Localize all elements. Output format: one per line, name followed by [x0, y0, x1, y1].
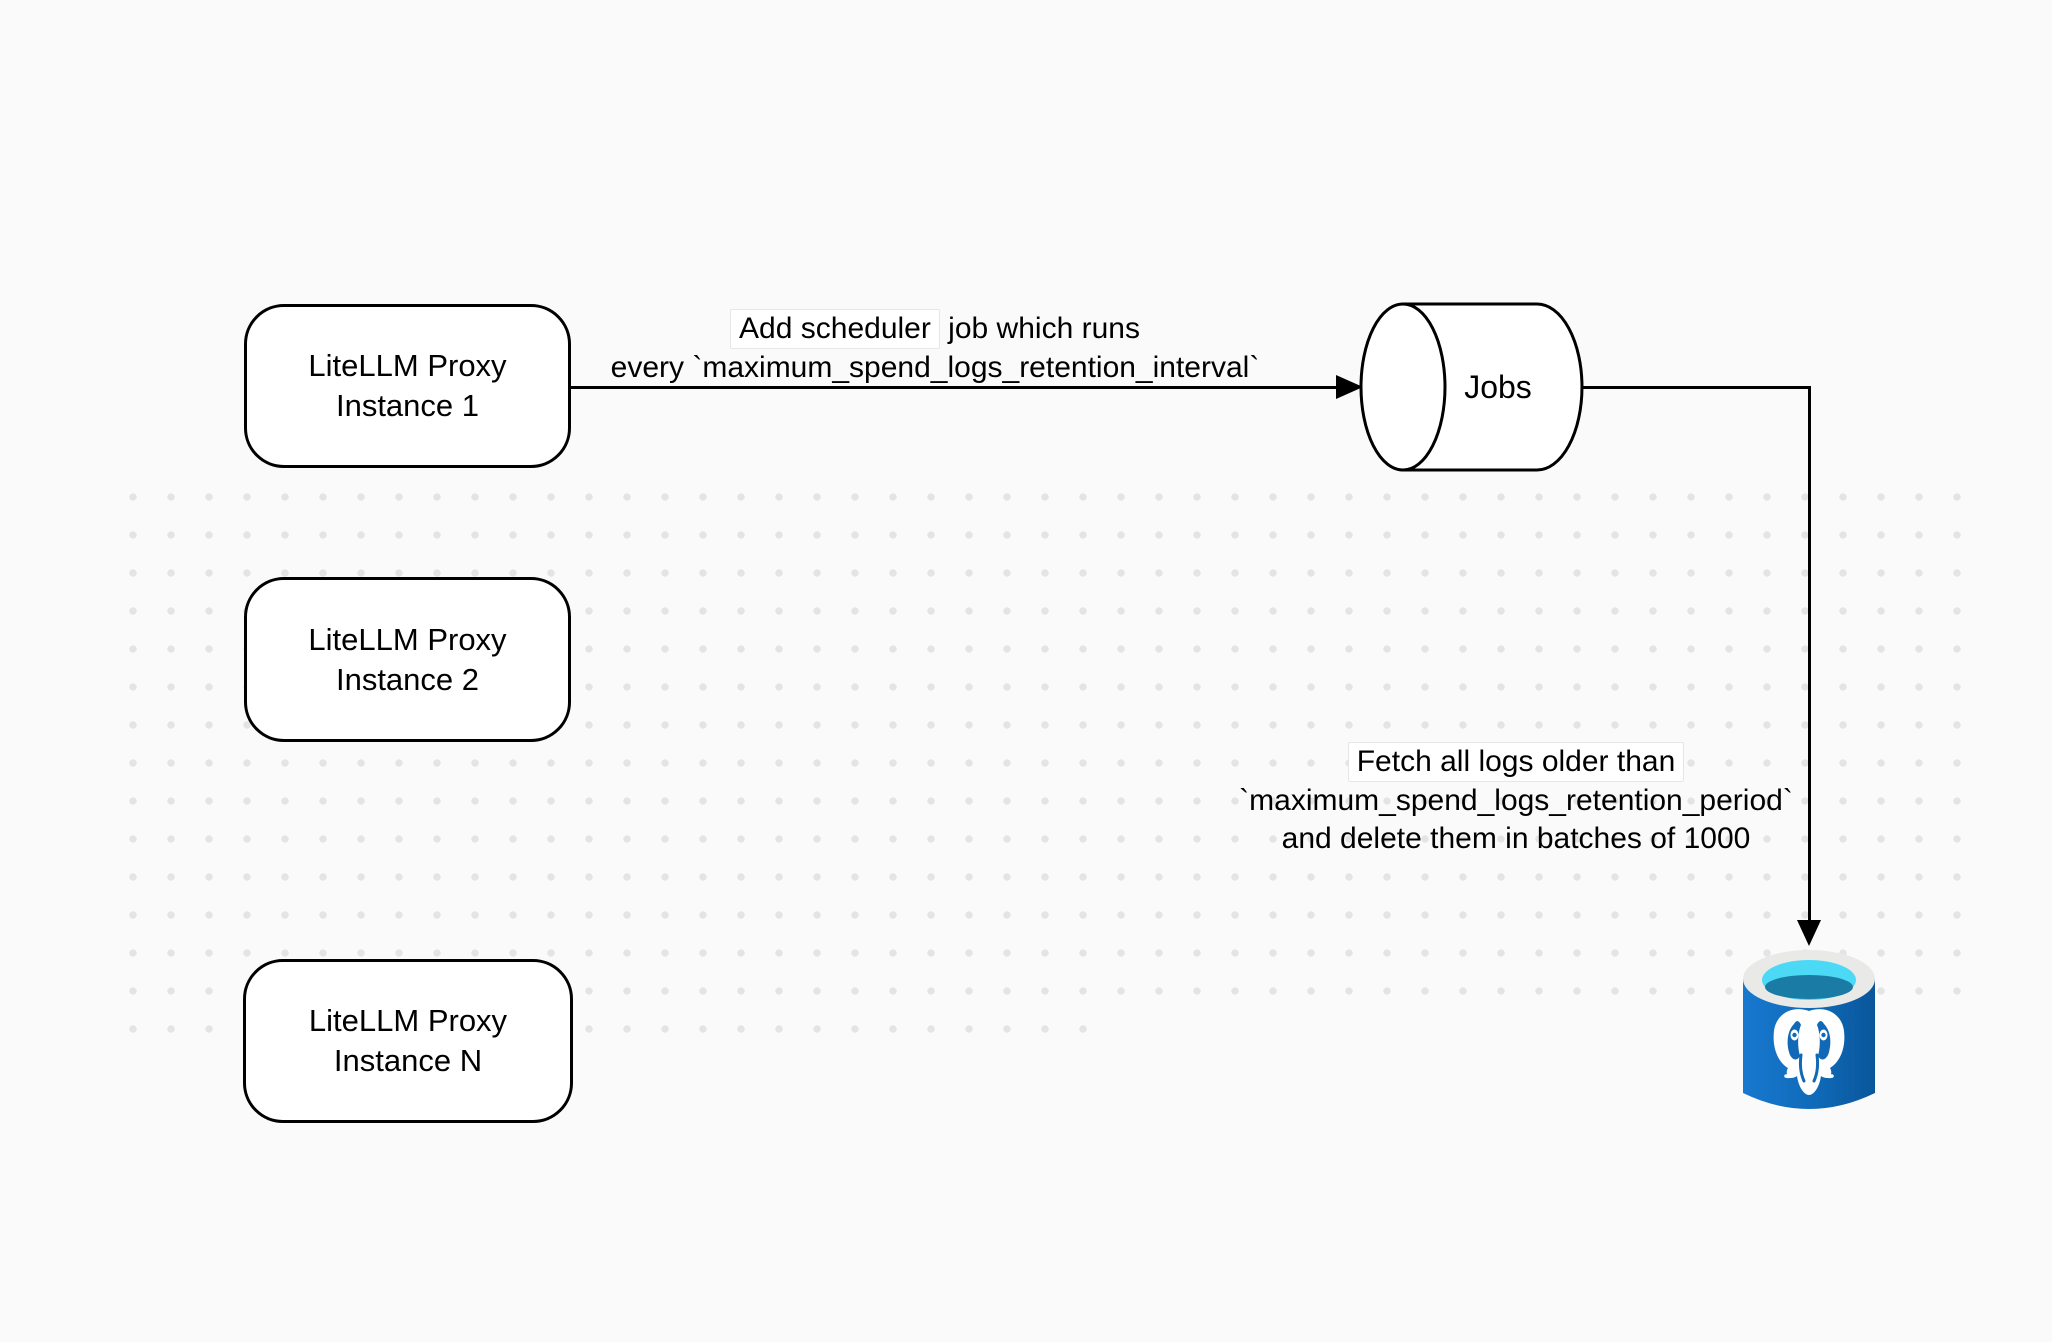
proxy-instance-2-label-line2: Instance 2 [335, 661, 480, 697]
node-proxy-instance-n: LiteLLM Proxy Instance N [243, 959, 573, 1123]
arrowhead-into-postgres [1797, 920, 1821, 946]
edge-jobs-to-postgres-vertical [1808, 386, 1811, 926]
jobs-queue-label: Jobs [1464, 369, 1532, 405]
edge-label-fetch-line2: `maximum_spend_logs_retention_period` [1239, 784, 1793, 817]
proxy-instance-2-label-line1: LiteLLM Proxy [308, 621, 507, 657]
edge-label-scheduler-line1: Add scheduler job which runs [585, 309, 1285, 349]
edge-proxy1-to-jobs [571, 386, 1337, 389]
arrowhead-into-jobs [1336, 375, 1363, 399]
jobs-queue-cylinder-shape [1359, 302, 1584, 472]
proxy-instance-n-label-line2: Instance N [333, 1043, 483, 1078]
postgres-elephant-icon [1773, 1009, 1845, 1095]
edge-label-scheduler: Add scheduler job which runs every `maxi… [585, 309, 1285, 387]
proxy-instance-1-label-line1: LiteLLM Proxy [308, 348, 507, 383]
edge-jobs-to-postgres-horizontal [1580, 386, 1810, 389]
proxy-instance-n-label-line1: LiteLLM Proxy [308, 1003, 508, 1038]
proxy-instance-1-label-line2: Instance 1 [335, 388, 480, 423]
edge-label-fetch: Fetch all logs older than `maximum_spend… [1206, 742, 1826, 858]
edge-label-scheduler-boxed-text: Add scheduler [730, 309, 940, 349]
postgresql-icon [1743, 950, 1875, 1109]
postgres-opening-shade [1765, 975, 1853, 999]
edge-label-fetch-boxed-text: Fetch all logs older than [1347, 742, 1685, 782]
edge-label-fetch-line1: Fetch all logs older than [1206, 742, 1826, 782]
edge-label-fetch-line3: and delete them in batches of 1000 [1281, 822, 1751, 855]
node-proxy-instance-2: LiteLLM Proxy Instance 2 [244, 577, 571, 742]
edge-label-scheduler-line2: every `maximum_spend_logs_retention_inte… [610, 351, 1260, 384]
node-proxy-instance-1: LiteLLM Proxy Instance 1 [244, 304, 571, 468]
edge-label-scheduler-line1-rest: job which runs [939, 312, 1140, 345]
